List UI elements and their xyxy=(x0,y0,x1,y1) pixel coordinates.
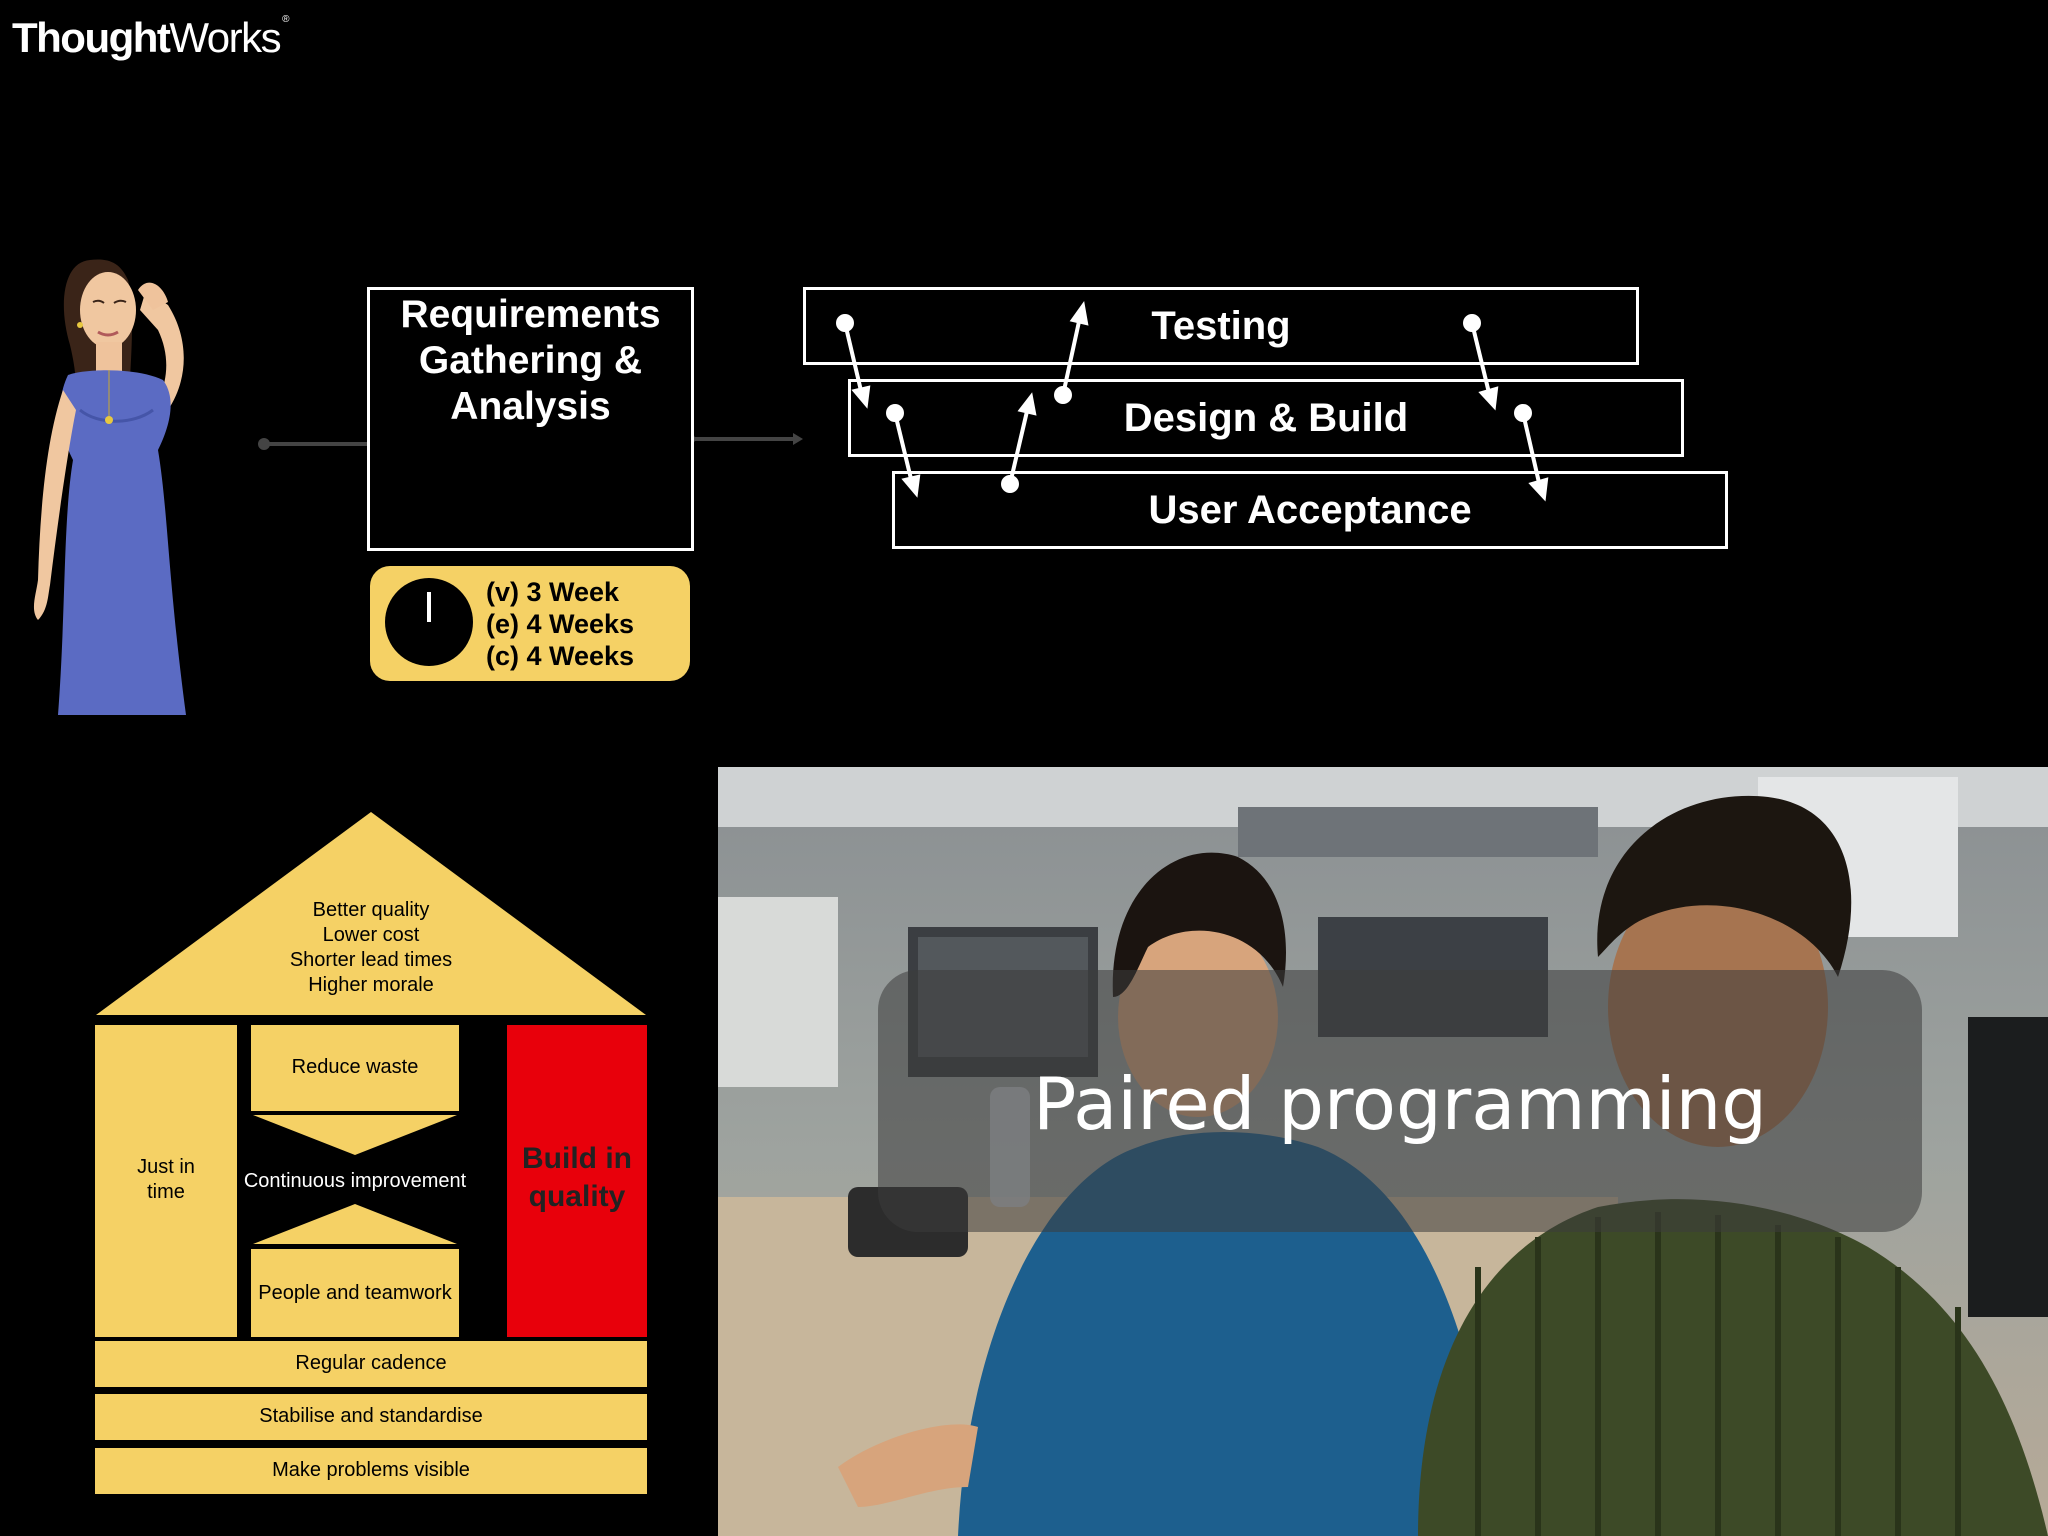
foundation-problems-visible: Make problems visible xyxy=(272,1459,470,1481)
just-in-time-pillar: Just in time xyxy=(95,1155,237,1205)
requirements-line-1: Requirements xyxy=(400,293,661,336)
testing-box: Testing xyxy=(803,287,1639,365)
timing-list: (v) 3 Week (e) 4 Weeks (c) 4 Weeks xyxy=(486,576,634,672)
roof-line-2: Lower cost xyxy=(322,924,420,946)
roof-line-1: Better quality xyxy=(312,899,430,921)
thoughtworks-logo: ThoughtWorks® xyxy=(12,14,290,62)
logo-text-bold: Thought xyxy=(12,14,171,61)
foundation-regular-cadence: Regular cadence xyxy=(295,1352,447,1374)
continuous-improvement-label: Continuous improvement xyxy=(243,1170,467,1192)
lean-house-diagram: Better quality Lower cost Shorter lead t… xyxy=(93,810,649,1495)
feedback-arrows xyxy=(836,300,1549,502)
reduce-waste-label: Reduce waste xyxy=(291,1056,419,1078)
woman-illustration xyxy=(33,259,186,715)
house-roof-text: Better quality Lower cost Shorter lead t… xyxy=(223,898,519,998)
logo-text-regular: Works xyxy=(169,14,281,61)
caption-panel xyxy=(878,970,1922,1232)
design-build-box: Design & Build xyxy=(848,379,1684,457)
requirements-box: Requirements Gathering & Analysis xyxy=(367,287,694,551)
house-shapes xyxy=(95,812,647,1494)
testing-label: Testing xyxy=(1151,304,1291,348)
timing-v: (v) 3 Week xyxy=(486,577,620,607)
user-acceptance-label: User Acceptance xyxy=(1148,488,1472,532)
roof-line-4: Higher morale xyxy=(308,974,434,996)
build-in-quality-line-1: Build in xyxy=(522,1142,632,1175)
roof-line-3: Shorter lead times xyxy=(289,949,453,971)
photo-caption: Paired programming xyxy=(1032,1062,1768,1146)
requirements-line-2: Gathering & xyxy=(418,339,643,382)
stage-stack: Testing Design & Build User Acceptance xyxy=(800,287,1730,552)
design-build-label: Design & Build xyxy=(1123,396,1409,440)
logo-registered-mark: ® xyxy=(282,14,289,25)
build-in-quality-line-2: quality xyxy=(528,1180,626,1213)
clock-hand xyxy=(427,592,431,622)
just-in-time-line-1: Just in xyxy=(137,1156,195,1178)
requirements-line-3: Analysis xyxy=(450,385,611,428)
user-acceptance-box: User Acceptance xyxy=(892,471,1728,549)
build-in-quality-pillar: Build in quality xyxy=(507,1140,647,1216)
foundation-stabilise: Stabilise and standardise xyxy=(259,1405,483,1427)
people-teamwork-label: People and teamwork xyxy=(258,1282,452,1304)
timing-e: (e) 4 Weeks xyxy=(486,609,635,639)
just-in-time-line-2: time xyxy=(147,1181,185,1203)
timing-c: (c) 4 Weeks xyxy=(486,641,635,671)
